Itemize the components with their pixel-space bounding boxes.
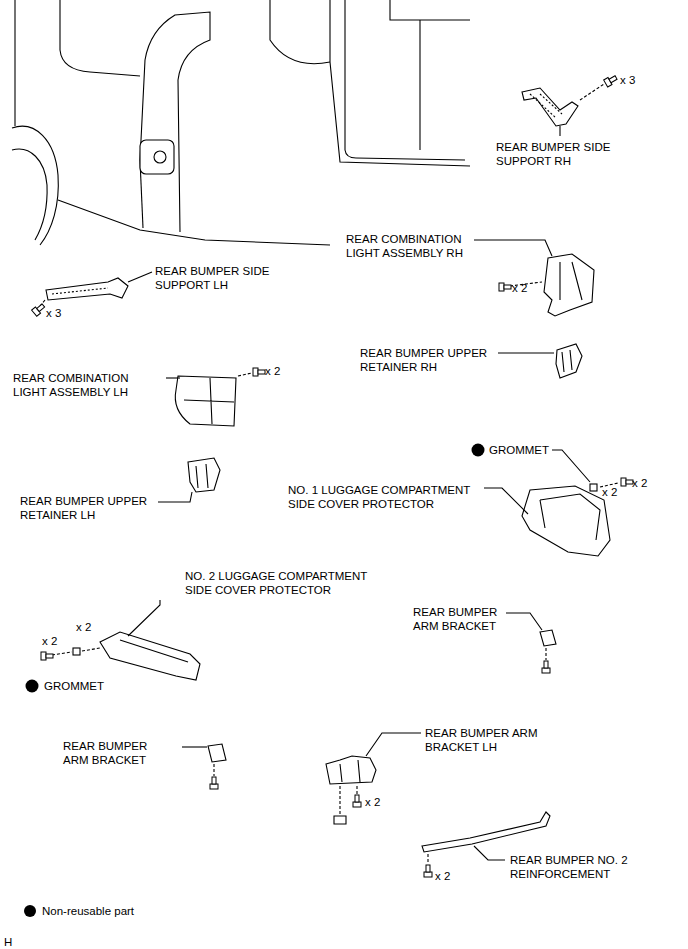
non-reusable-mark	[26, 680, 39, 693]
quantity-label: x 2	[602, 485, 617, 499]
part-name: H	[4, 935, 12, 949]
part-name: REAR BUMPER SIDE SUPPORT RH	[496, 140, 624, 168]
part-name: GROMMET	[489, 443, 549, 457]
legend-text: Non-reusable part	[42, 904, 134, 918]
part-name: GROMMET	[44, 679, 104, 693]
part-name: REAR BUMPER UPPER RETAINER LH	[20, 494, 160, 522]
quantity-label: x 3	[620, 73, 635, 87]
quantity-label: x 2	[512, 281, 527, 295]
quantity-label: x 2	[42, 634, 57, 648]
non-reusable-mark	[472, 444, 485, 457]
part-name: NO. 2 LUGGAGE COMPARTMENT SIDE COVER PRO…	[185, 569, 385, 597]
part-name: REAR BUMPER SIDE SUPPORT LH	[155, 264, 283, 292]
legend-entry: Non-reusable part	[24, 904, 134, 918]
part-name: REAR COMBINATION LIGHT ASSEMBLY LH	[13, 371, 153, 399]
quantity-label: x 2	[365, 795, 380, 809]
quantity-label: x 2	[435, 869, 450, 883]
quantity-label: x 2	[265, 364, 280, 378]
part-name: REAR COMBINATION LIGHT ASSEMBLY RH	[346, 232, 478, 260]
part-name: NO. 1 LUGGAGE COMPARTMENT SIDE COVER PRO…	[288, 483, 488, 511]
part-name: REAR BUMPER UPPER RETAINER RH	[360, 346, 500, 374]
quantity-label: x 2	[76, 620, 91, 634]
legend-swatch	[24, 905, 36, 917]
part-name: REAR BUMPER ARM BRACKET LH	[425, 726, 550, 754]
part-name: REAR BUMPER ARM BRACKET	[413, 605, 508, 633]
quantity-label: x 2	[632, 476, 647, 490]
part-name: REAR BUMPER NO. 2 REINFORCEMENT	[510, 853, 640, 881]
quantity-label: x 3	[46, 306, 61, 320]
part-name: REAR BUMPER ARM BRACKET	[63, 739, 173, 767]
